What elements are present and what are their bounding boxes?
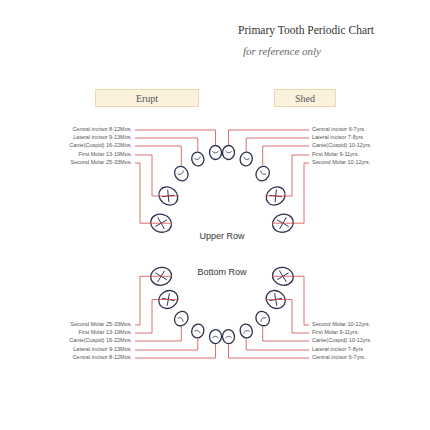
tooth-age-label: Second Molar 10-12yrs. [312,322,370,328]
incisor-mark [225,151,231,153]
header-text: Shed [295,93,315,104]
leader-line [135,155,179,196]
tooth-age-label: Second Molar 25-33Mos. [71,160,132,166]
tooth-outline [238,322,254,339]
tooth-age-label: Central incisor 6-7yrs. [312,127,366,133]
tooth-age-label: Lateral incisor 9-13Mos. [73,347,132,353]
tooth-outline [222,329,235,344]
incisor-mark [194,157,201,160]
shed-header: Shed [274,89,336,107]
tooth [222,329,235,344]
leader-line [263,327,309,341]
incisor-mark [243,157,250,160]
tooth-age-label: First Molar 13-19Mos. [79,330,133,336]
tooth-age-label: Central incisor 8-12Mos. [72,127,132,133]
tooth-age-label: Second Molar 10-12yrs. [312,160,370,166]
tooth [190,151,205,168]
tooth-outline [222,145,235,160]
tooth [190,322,206,339]
tooth-age-label: Canie(Cuspid) 10-12yrs. [312,338,372,344]
leader-line [135,300,179,334]
tooth [172,309,191,329]
tooth-age-label: Lateral incisor 7-8yrs [312,135,363,141]
tooth [172,164,191,183]
tooth [253,164,272,183]
tooth-age-label: Lateral incisor 9-13Mos. [73,135,132,141]
tooth-age-label: First Molar 9-11yrs. [312,152,359,158]
tooth-outline [253,309,272,329]
leader-line [272,163,309,223]
tooth [222,145,235,160]
leader-line [265,155,309,196]
tooth-outline [172,309,191,329]
tooth-age-label: Canie(Cuspid) 10-12yrs. [312,143,372,149]
leader-line [229,130,310,145]
tooth-age-label: First Molar 9-11yrs. [312,330,359,336]
tooth-age-label: Canie(Cuspid) 16-22Mos. [69,338,132,344]
tooth [253,309,272,329]
leader-line [135,276,172,325]
tooth [209,145,222,160]
incisor-mark [260,316,267,321]
incisor-mark [212,151,218,153]
tooth-age-label: Central incisor 8-12Mos. [72,355,132,361]
leader-line [263,146,309,166]
tooth [209,329,222,344]
row-label: Bottom Row [198,268,247,277]
tooth [238,322,254,339]
leader-line [135,130,216,145]
incisor-mark [212,336,218,338]
row-label: Upper Row [200,232,245,241]
leader-line [265,300,309,334]
tooth-outline [190,151,205,168]
chart-caption: for reference only [243,45,321,57]
tooth-age-label: First Molar 13-19Mos. [79,152,133,158]
tooth-outline [172,164,191,183]
tooth-age-label: Lateral incisor 7-8yrs [312,347,363,353]
tooth-age-label: Canie(Cuspid) 16-22Mos. [69,143,132,149]
tooth-outline [209,329,222,344]
incisor-mark [178,171,185,176]
erupt-header: Erupt [95,89,199,107]
incisor-mark [178,316,185,321]
leader-line [135,327,181,341]
incisor-mark [260,171,267,176]
leader-line [246,339,309,351]
leader-line [135,138,198,152]
leader-line [135,344,216,358]
tooth-outline [190,322,206,339]
tooth-outline [209,145,222,160]
tooth-age-label: Central incisor 6-7yrs. [312,355,366,361]
leader-line [272,276,309,325]
tooth-age-label: Second Molar 25-33Mos. [71,322,132,328]
leader-line [135,163,172,223]
tooth-outline [238,151,253,168]
leader-line [229,344,310,358]
incisor-mark [243,330,250,334]
leader-line [246,138,309,152]
header-text: Erupt [136,93,158,104]
tooth [238,151,253,168]
leader-line [135,339,198,351]
incisor-mark [194,330,201,334]
chart-title: Primary Tooth Periodic Chart [238,24,374,36]
tooth-outline [253,164,272,183]
incisor-mark [225,336,231,338]
leader-line [135,146,181,166]
